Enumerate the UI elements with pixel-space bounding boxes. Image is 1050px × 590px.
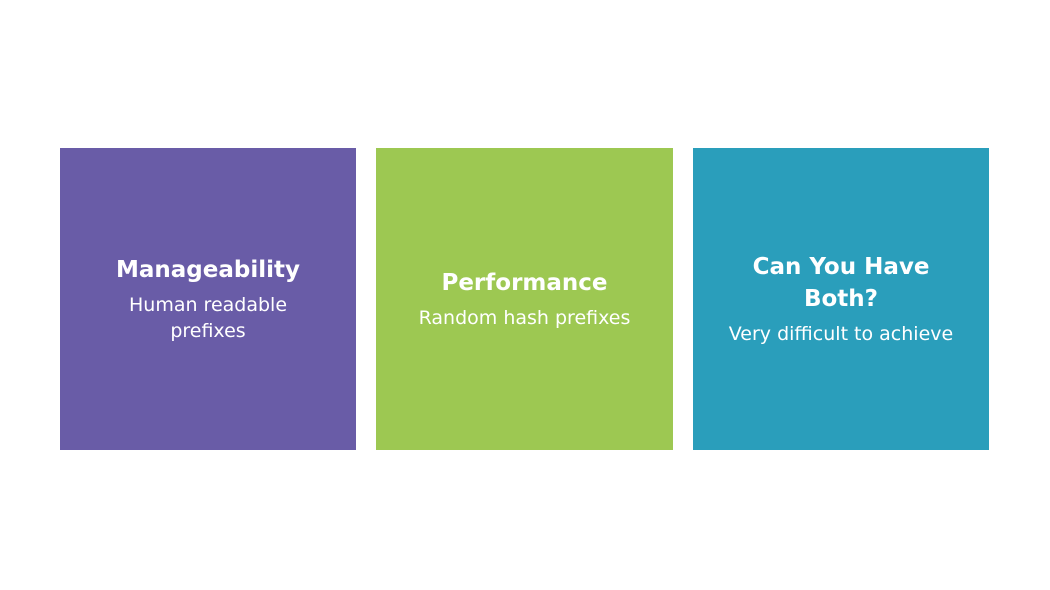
card-manageability: Manageability Human readable prefixes	[60, 148, 356, 450]
card-subtitle: Very difficult to achieve	[728, 323, 954, 345]
card-subtitle: Human readable prefixes	[128, 294, 288, 342]
card-subtitle: Random hash prefixes	[418, 307, 631, 329]
card-title: Can You Have Both?	[752, 254, 930, 312]
card-title: Manageability	[116, 257, 300, 283]
card-both: Can You Have Both? Very difficult to ach…	[693, 148, 989, 450]
card-title: Performance	[441, 270, 608, 296]
card-performance: Performance Random hash prefixes	[376, 148, 673, 450]
